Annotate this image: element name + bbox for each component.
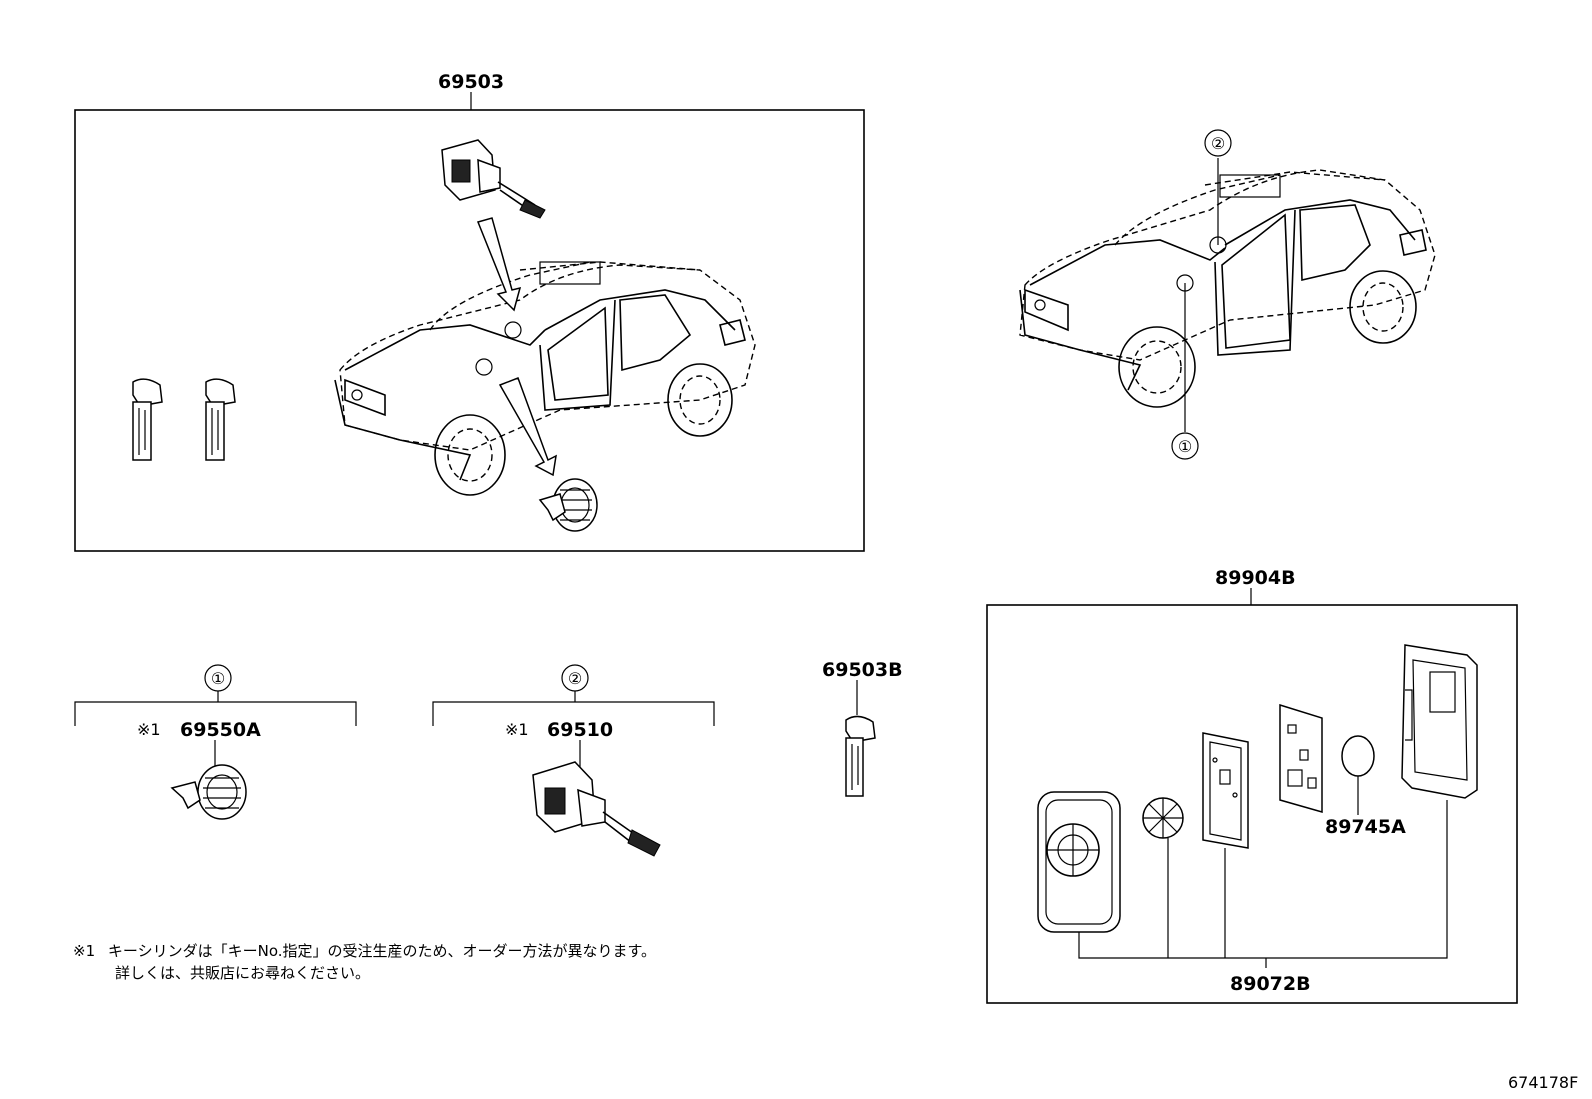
part-number-69503: 69503: [438, 71, 504, 93]
battery-cr-coin: 89745A: [1325, 735, 1406, 838]
group-callout-2: ② ※1 69510: [432, 664, 715, 857]
key-illustration-2: [205, 378, 236, 461]
transmitter-frame: [1202, 732, 1249, 849]
leader-89072B: [1078, 800, 1448, 959]
key-set-group-89904B: 89904B: [986, 567, 1518, 1004]
callout-1-top-label: ①: [1178, 437, 1192, 456]
key-blank-group: 69503B: [822, 659, 903, 797]
circuit-board: [1279, 703, 1323, 813]
assembly-group-69503: 69503: [74, 71, 865, 552]
callout-1-label: ①: [211, 669, 225, 688]
callout-1-top: ①: [1171, 432, 1199, 460]
arrow-door: [476, 217, 522, 312]
part-number-69550A: 69550A: [180, 719, 261, 741]
key-illustration-1: [132, 378, 163, 461]
ignition-cylinder-part: [170, 764, 247, 820]
ignition-cylinder-illustration: [538, 478, 598, 532]
part-number-69510: 69510: [547, 719, 613, 741]
callout-2-top-label: ②: [1211, 134, 1225, 153]
order-note: ※1 キーシリンダは「キーNo.指定」の受注生産のため、オーダー方法が異なります…: [73, 940, 656, 984]
drawing-number: 674178F: [1508, 1073, 1578, 1092]
part-number-69503B: 69503B: [822, 659, 903, 681]
note-line-2: 詳しくは、共販店にお尋ねください。: [115, 964, 371, 982]
part-number-89072B: 89072B: [1230, 973, 1311, 995]
button-rubber: [1142, 797, 1184, 839]
door-lock-cylinder-part: [532, 761, 661, 857]
callout-2-label: ②: [568, 669, 582, 688]
vehicle-illustration-left: [334, 261, 756, 496]
arrow-ignition: [498, 377, 557, 477]
transmitter-front-cover: [1037, 791, 1121, 933]
vehicle-illustration-right: [1019, 158, 1436, 432]
part-number-89904B: 89904B: [1215, 567, 1296, 589]
door-lock-cylinder-illustration: [441, 139, 546, 219]
note-mark: ※1: [73, 942, 96, 960]
bracket-2: [432, 701, 715, 726]
mark-1b: ※1: [505, 720, 529, 739]
mark-1a: ※1: [137, 720, 161, 739]
part-number-89745A: 89745A: [1325, 816, 1406, 838]
group-callout-1: ① ※1 69550A: [74, 664, 357, 820]
assembly-box: [74, 109, 865, 552]
note-line-1: キーシリンダは「キーNo.指定」の受注生産のため、オーダー方法が異なります。: [107, 942, 657, 960]
transmitter-back-case: [1401, 644, 1478, 799]
callout-2-top: ②: [1204, 129, 1232, 157]
key-set-box: [986, 604, 1518, 1004]
bracket-1: [74, 701, 357, 726]
key-blank-part: [845, 715, 876, 797]
